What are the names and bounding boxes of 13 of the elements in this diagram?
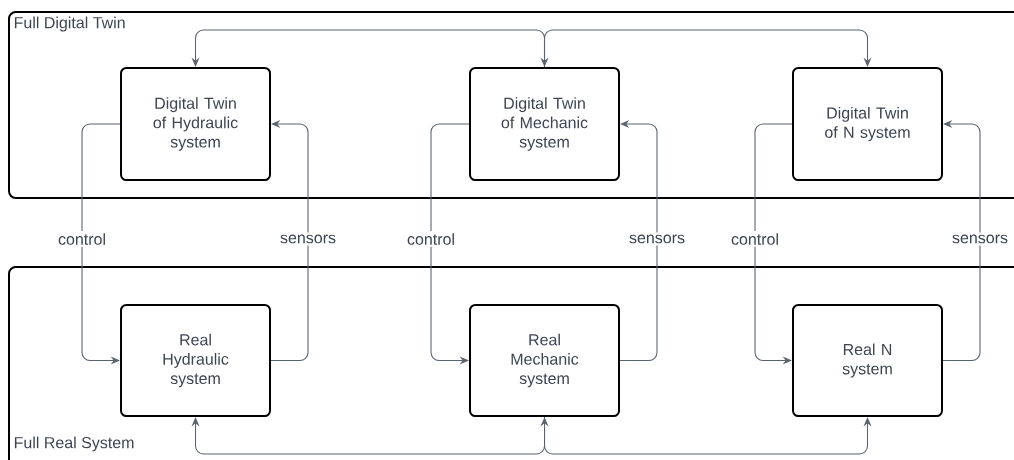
system-box: Digital Twin of N system (792, 67, 943, 181)
arrow (191, 416, 546, 455)
system-box: Digital Twin of Hydraulic system (120, 67, 271, 181)
edge-label: control (56, 231, 108, 247)
edge-label: control (729, 231, 781, 247)
system-box: Real Mechanic system (469, 304, 620, 417)
edge-label: sensors (627, 232, 687, 246)
edge-label: control (405, 231, 457, 247)
system-box: Digital Twin of Mechanic system (469, 67, 620, 181)
system-box: Real Hydraulic system (120, 304, 271, 417)
edge-label: sensors (278, 232, 338, 246)
edge-label: sensors (950, 232, 1010, 246)
system-box: Real N system (792, 304, 943, 417)
